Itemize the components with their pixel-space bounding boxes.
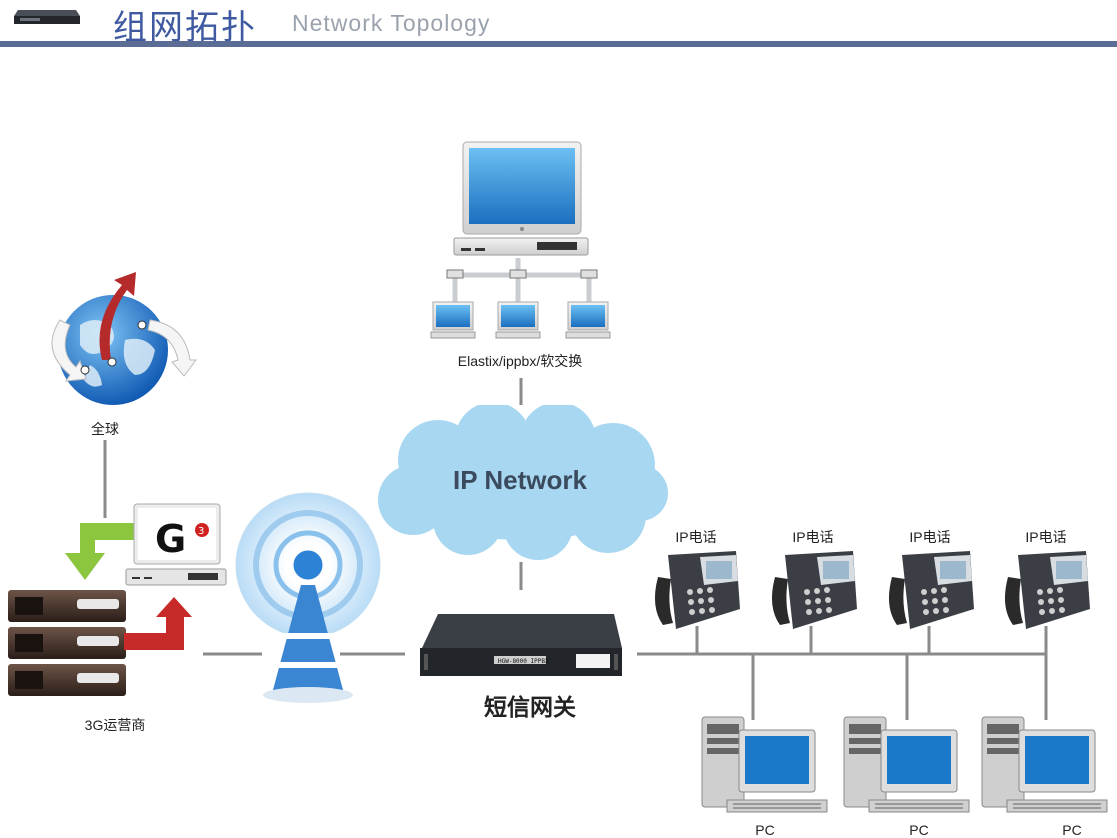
g3-terminal-icon: G 3 bbox=[125, 503, 227, 586]
desktop-pc-icon bbox=[981, 716, 1108, 813]
phone-4: IP电话 bbox=[998, 525, 1093, 630]
pc-2: PC bbox=[839, 712, 974, 838]
radio-tower-icon bbox=[235, 492, 381, 703]
pc-3: PC bbox=[977, 712, 1112, 838]
server-stack-icon bbox=[8, 590, 126, 696]
phone-label: IP电话 bbox=[1025, 529, 1067, 545]
svg-text:HGW-8000 IPPBX: HGW-8000 IPPBX bbox=[498, 658, 549, 665]
pbx-workstation-icon bbox=[430, 141, 611, 339]
ip-phone-icon bbox=[654, 551, 740, 629]
red-arrow-icon bbox=[124, 597, 192, 650]
phone-3: IP电话 bbox=[882, 525, 977, 630]
phone-label: IP电话 bbox=[909, 529, 951, 545]
ip-phone-icon bbox=[771, 551, 857, 629]
ip-phone-icon bbox=[1004, 551, 1090, 629]
svg-text:3: 3 bbox=[198, 526, 204, 537]
svg-text:G: G bbox=[155, 517, 186, 561]
pc-label: PC bbox=[909, 822, 929, 838]
desktop-pc-icon bbox=[843, 716, 970, 813]
globe-icon bbox=[51, 272, 197, 405]
header-rule bbox=[0, 41, 1117, 47]
pc-1: PC bbox=[697, 712, 832, 838]
pbx-label: Elastix/ippbx/软交换 bbox=[457, 353, 583, 369]
phone-label: IP电话 bbox=[792, 529, 834, 545]
phone-2: IP电话 bbox=[765, 525, 860, 630]
gateway-label: 短信网关 bbox=[484, 695, 576, 721]
phone-label: IP电话 bbox=[675, 529, 717, 545]
pc-label: PC bbox=[755, 822, 775, 838]
pbx-cluster bbox=[425, 140, 625, 350]
page-subtitle: Network Topology bbox=[292, 10, 491, 36]
ip-phone-icon bbox=[888, 551, 974, 629]
sms-gateway-device: HGW-8000 IPPBX bbox=[420, 614, 622, 676]
server-rack-icon bbox=[14, 10, 80, 24]
cloud-icon bbox=[378, 405, 668, 560]
phone-1: IP电话 bbox=[648, 525, 743, 630]
desktop-pc-icon bbox=[701, 716, 828, 813]
pc-label: PC bbox=[1062, 822, 1082, 838]
cloud-label: IP Network bbox=[453, 465, 587, 495]
carrier-label: 3G运营商 bbox=[84, 717, 146, 733]
globe-label: 全球 bbox=[91, 421, 119, 437]
green-arrow-icon bbox=[65, 523, 145, 580]
header: 组网拓扑 Network Topology bbox=[0, 0, 1117, 50]
